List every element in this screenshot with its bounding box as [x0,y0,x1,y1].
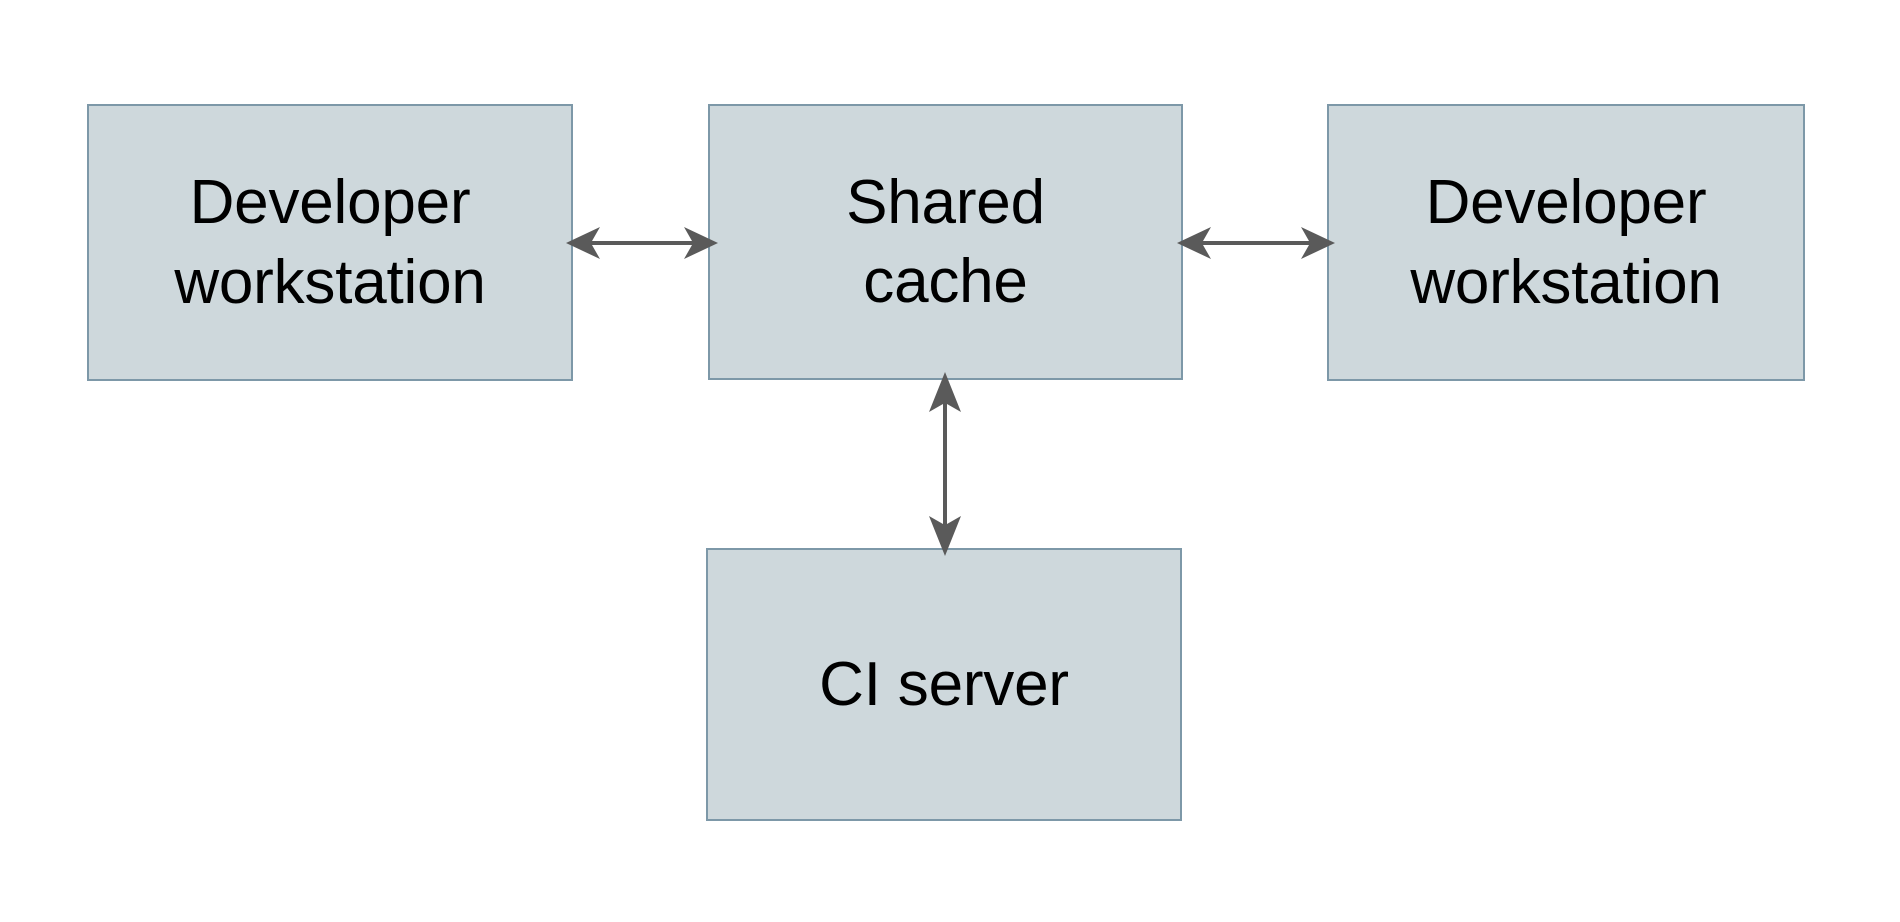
node-label: Developer workstation [174,168,486,317]
node-developer-workstation-right[interactable]: Developer workstation [1327,104,1805,381]
node-ci-server[interactable]: CI server [706,548,1182,821]
double-arrow-horizontal-icon [1177,227,1335,259]
node-developer-workstation-left[interactable]: Developer workstation [87,104,573,381]
edge-shared-cache-to-ci-server [924,372,966,556]
edge-shared-cache-to-developer-workstation-right [1177,222,1335,264]
node-label: Shared cache [846,167,1045,316]
node-label: Developer workstation [1410,168,1722,317]
double-arrow-vertical-icon [929,372,961,556]
node-label: CI server [819,649,1069,719]
edge-developer-workstation-left-to-shared-cache [566,222,718,264]
node-shared-cache[interactable]: Shared cache [708,104,1183,380]
double-arrow-horizontal-icon [566,227,718,259]
